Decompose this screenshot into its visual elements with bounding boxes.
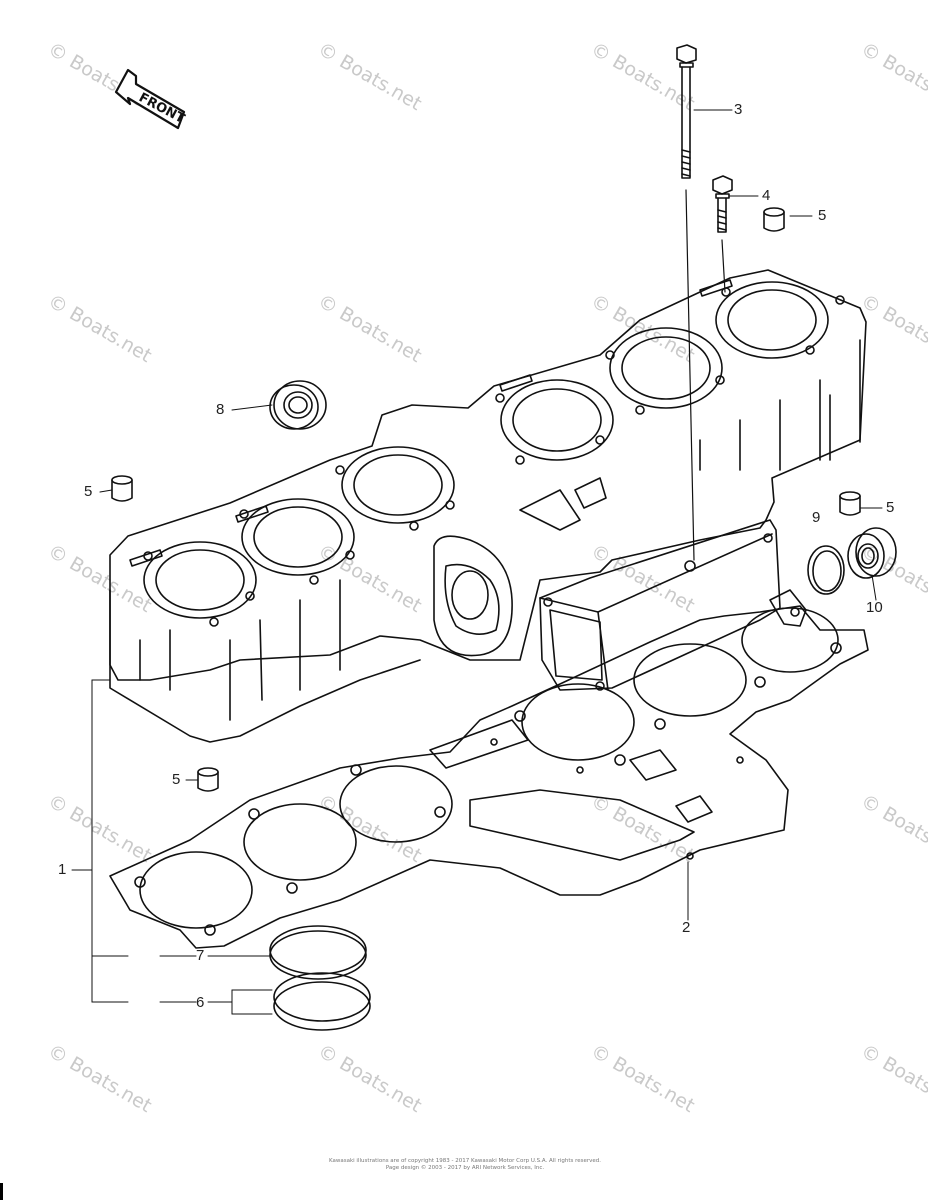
callout-6: 8 <box>216 401 225 418</box>
callout-7: 6 <box>196 994 205 1011</box>
cylinder-ring <box>269 925 367 980</box>
callout-5: 5 <box>84 483 93 500</box>
callout-8: 7 <box>196 947 205 964</box>
callout-5: 5 <box>886 499 895 516</box>
head-gasket <box>109 605 869 949</box>
oil-seal <box>847 527 897 579</box>
callout-9: 9 <box>812 509 821 526</box>
callout-2: 2 <box>682 919 691 936</box>
leader-lines <box>71 109 883 1015</box>
callout-3: 3 <box>734 101 743 118</box>
callout-1: 1 <box>58 861 67 878</box>
short-bolt <box>712 175 733 233</box>
long-bolt <box>676 44 697 179</box>
cylinder-ring <box>273 972 371 1031</box>
page-edge-mark <box>0 1183 3 1200</box>
dowel-pin <box>197 767 219 792</box>
bolt-axis <box>685 189 695 561</box>
o-ring <box>807 545 845 595</box>
oil-seal <box>269 380 327 430</box>
dowel-pin <box>111 475 133 502</box>
dowel-pin <box>763 207 785 232</box>
callout-5: 5 <box>818 207 827 224</box>
front-arrow-icon: FRONT <box>114 68 187 130</box>
callout-4: 4 <box>762 187 771 204</box>
dowel-pin <box>839 491 861 516</box>
copyright-line: Kawasaki illustrations are of copyright … <box>328 1158 602 1164</box>
cylinder-block <box>109 269 867 743</box>
callout-5: 5 <box>172 771 181 788</box>
callout-10: 10 <box>866 599 883 616</box>
copyright-line: Page design © 2003 - 2017 by ARI Network… <box>385 1165 545 1171</box>
copyright-notice: Kawasaki illustrations are of copyright … <box>300 1158 630 1172</box>
